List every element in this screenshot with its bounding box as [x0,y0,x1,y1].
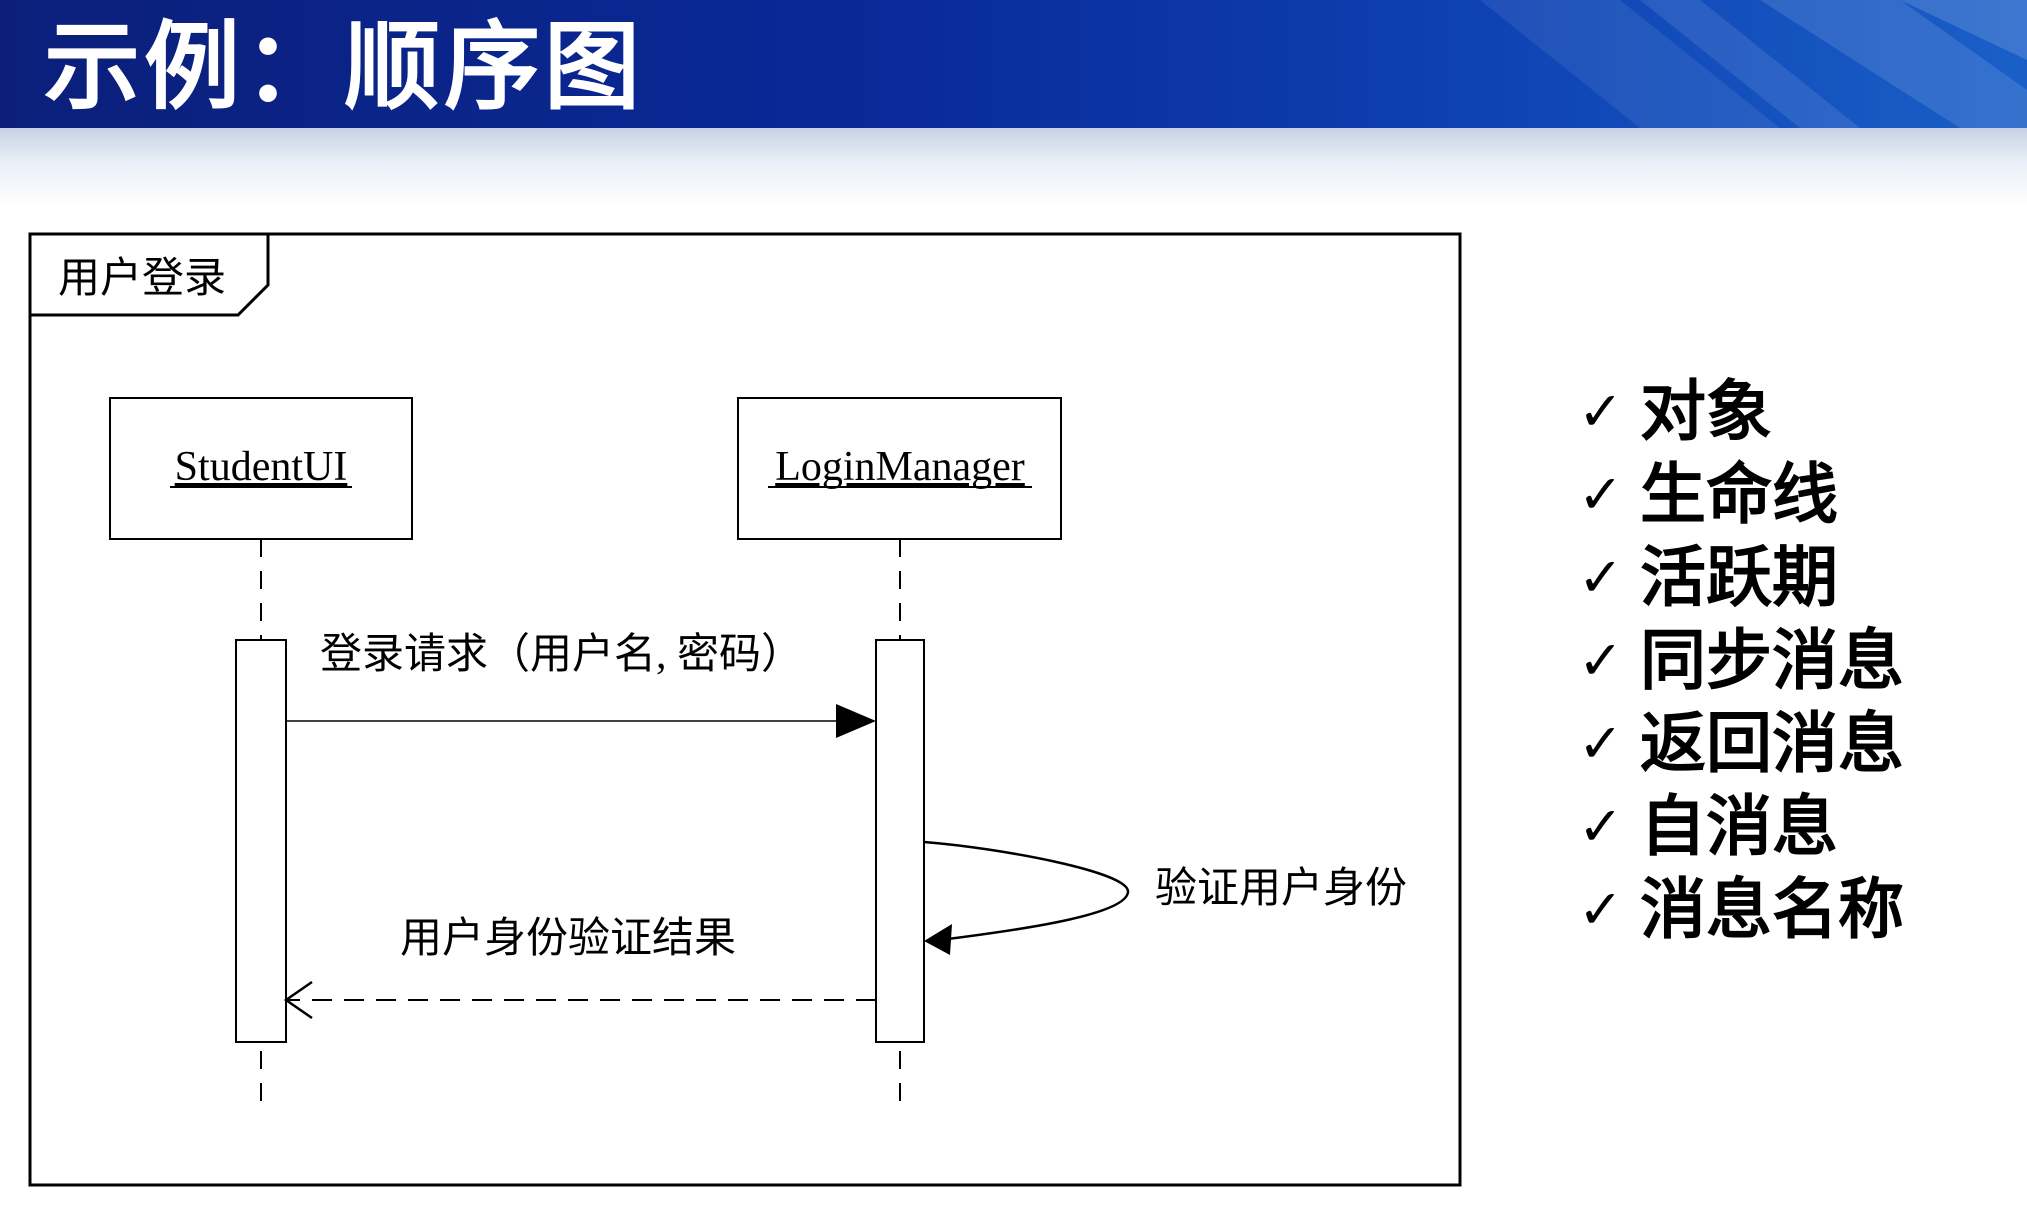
check-icon: ✓ [1578,877,1624,941]
self-message-arrow [923,840,1130,942]
frame-label-box [30,232,270,317]
checklist-item: ✓自消息 [1578,785,1998,868]
sync-message-label: 登录请求（用户名, 密码） [320,631,803,678]
check-icon: ✓ [1578,462,1624,526]
return-message-label: 用户身份验证结果 [400,915,736,962]
checklist-item-label: 消息名称 [1640,870,1904,948]
frame-label: 用户登录 [58,256,226,302]
check-icon: ✓ [1578,628,1624,692]
slide-header: 示例：顺序图 [0,0,2027,128]
checklist-item-label: 自消息 [1640,787,1838,865]
header-glow [0,128,2027,208]
checklist-item: ✓返回消息 [1578,702,1998,785]
object-box-loginmanager [737,397,1062,540]
header-decoration [1480,0,2027,128]
check-icon: ✓ [1578,794,1624,858]
slide-title: 示例：顺序图 [44,11,644,123]
object-name-studentui: StudentUI [175,444,348,490]
activation-bar-studentui [235,639,287,1043]
self-message-label: 验证用户身份 [1155,865,1407,912]
object-name-loginmanager: LoginManager [775,444,1025,490]
checklist-item: ✓对象 [1578,370,1998,453]
checklist-item-label: 生命线 [1640,455,1838,533]
diagram-frame [28,232,1462,1187]
check-icon: ✓ [1578,545,1624,609]
checklist-item-label: 同步消息 [1640,621,1904,699]
checklist-item-label: 返回消息 [1640,704,1904,782]
checklist-item: ✓活跃期 [1578,536,1998,619]
check-icon: ✓ [1578,379,1624,443]
self-message-arrowhead [924,924,952,955]
checklist-item-label: 对象 [1640,372,1772,450]
activation-bar-loginmanager [875,639,925,1043]
sync-message-arrowhead [836,704,876,738]
checklist-item: ✓生命线 [1578,453,1998,536]
checklist-item: ✓同步消息 [1578,619,1998,702]
return-message-arrowhead [283,980,313,1020]
checklist-item-label: 活跃期 [1640,538,1838,616]
check-icon: ✓ [1578,711,1624,775]
concept-checklist: ✓对象 ✓生命线 ✓活跃期 ✓同步消息 ✓返回消息 ✓自消息 ✓消息名称 [1578,370,1998,951]
checklist-item: ✓消息名称 [1578,868,1998,951]
